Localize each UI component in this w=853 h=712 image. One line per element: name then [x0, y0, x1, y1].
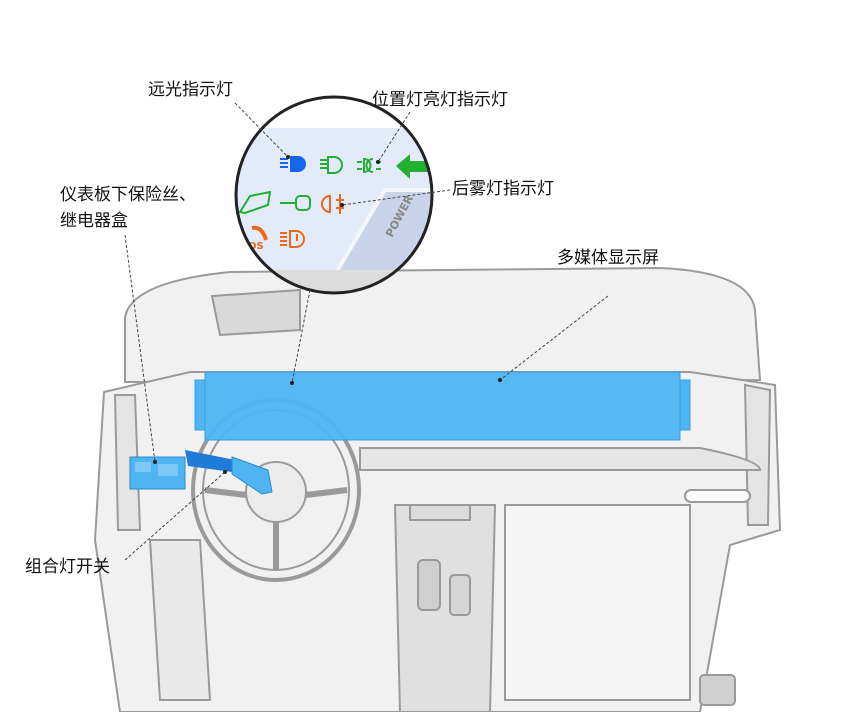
leader-arrowheads	[153, 155, 502, 474]
auto-headlight-icon	[320, 156, 343, 174]
label-position-light-indicator: 位置灯亮灯指示灯	[372, 90, 508, 110]
multimedia-display	[204, 371, 681, 441]
label-fuse-box-line1: 仪表板下保险丝、	[60, 185, 196, 205]
label-rear-fog-indicator: 后雾灯指示灯	[452, 179, 554, 199]
sos-call-icon: OS	[248, 225, 268, 252]
label-fuse-box-line2: 继电器盒	[60, 211, 128, 231]
position-light-icon	[357, 157, 381, 174]
combination-light-switch	[185, 450, 273, 495]
label-multimedia-display: 多媒体显示屏	[557, 248, 659, 268]
high-beam-icon	[280, 156, 306, 172]
headlight-warning-icon	[280, 230, 305, 248]
dashboard-outline	[93, 266, 782, 712]
fuse-relay-box	[129, 456, 186, 490]
indicator-inset: POWER OS	[234, 95, 434, 295]
leader-lines	[124, 102, 609, 561]
turn-signal-arrow-icon	[396, 154, 430, 179]
key-icon	[280, 195, 311, 211]
rear-fog-icon	[321, 194, 344, 214]
label-combination-switch: 组合灯开关	[25, 557, 110, 577]
sos-label: OS	[248, 241, 264, 252]
car-door-icon	[238, 190, 272, 215]
label-high-beam-indicator: 远光指示灯	[148, 80, 233, 100]
